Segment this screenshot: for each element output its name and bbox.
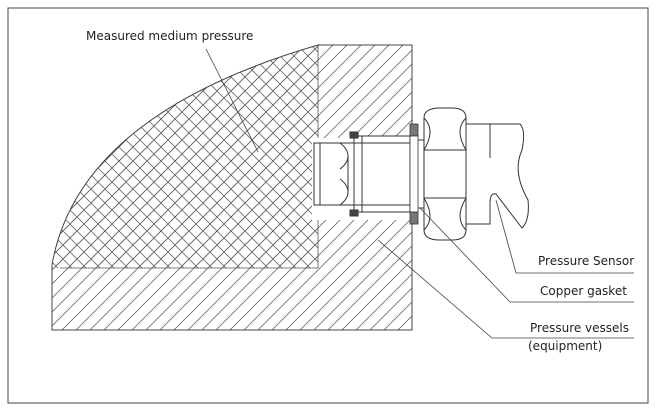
copper-gasket xyxy=(409,123,419,225)
leader-pressure-sensor xyxy=(495,199,634,274)
leader-lines xyxy=(205,48,634,339)
label-pressure-sensor: Pressure Sensor xyxy=(538,254,634,268)
leader-measured-medium xyxy=(205,48,259,153)
drawing-frame xyxy=(7,7,649,404)
medium-region xyxy=(52,45,318,268)
label-pressure-vessels: Pressure vessels xyxy=(530,321,629,335)
hex-nut xyxy=(418,107,467,241)
label-copper-gasket: Copper gasket xyxy=(540,284,627,298)
label-pressure-vessels-sub: (equipment) xyxy=(528,339,602,353)
sensor-housing xyxy=(465,123,529,229)
leader-copper-gasket xyxy=(419,207,634,303)
label-measured-medium: Measured medium pressure xyxy=(86,29,253,43)
leader-pressure-vessels xyxy=(377,239,634,339)
sensor-probe xyxy=(313,131,411,217)
